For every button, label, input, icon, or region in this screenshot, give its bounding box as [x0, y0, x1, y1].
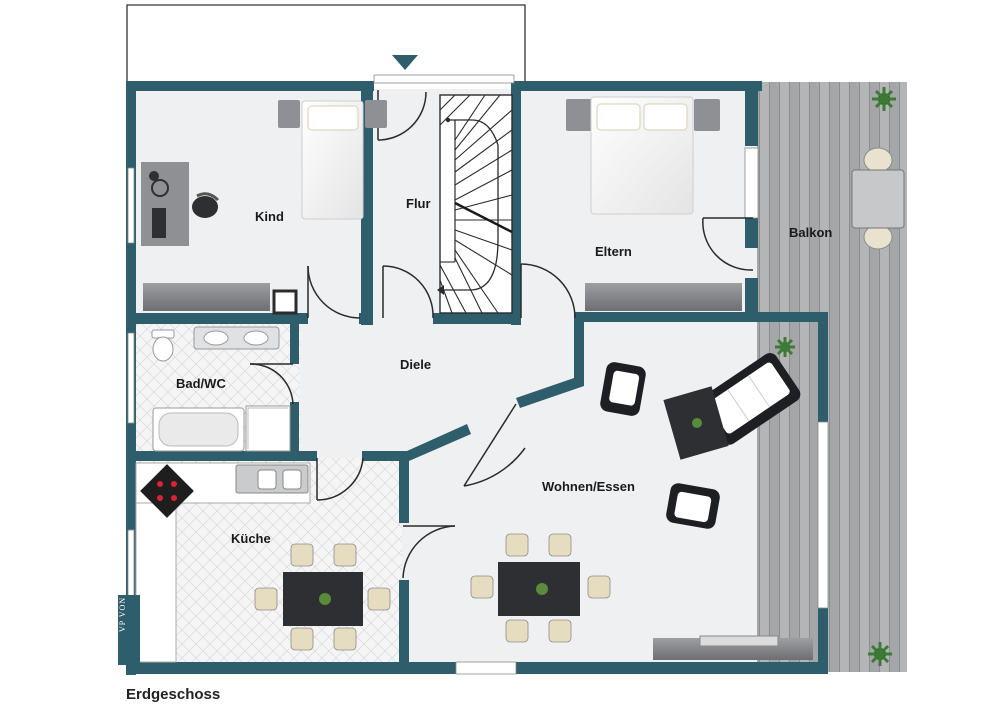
room-label-kind: Kind [255, 209, 284, 224]
room-label-kueche: Küche [231, 531, 271, 546]
brand-bar [118, 595, 140, 665]
tv-unit-icon [653, 635, 813, 660]
toilet-icon [151, 329, 175, 362]
bed-icon [278, 100, 387, 220]
shaft [272, 289, 298, 315]
chair-icon [192, 192, 220, 218]
entrance-arrow-icon [392, 55, 418, 70]
bathtub-icon [152, 407, 245, 452]
door-swings [249, 90, 754, 579]
shower-icon [245, 405, 291, 452]
plant-icon [775, 87, 896, 666]
kitchen-sink-icon [235, 464, 309, 494]
floor-caption: Erdgeschoss [126, 686, 221, 703]
room-label-diele: Diele [400, 357, 432, 372]
desk-icon [141, 162, 189, 246]
entrance-outline [126, 4, 526, 82]
room-label-bad-wc: Bad/WC [176, 376, 226, 391]
room-label-flur: Flur [406, 196, 431, 211]
room-label-eltern: Eltern [595, 244, 632, 259]
sink-icon [193, 326, 280, 350]
wardrobe-kind [143, 283, 270, 311]
staircase-icon [437, 94, 513, 314]
room-label-balkon: Balkon [789, 225, 833, 240]
wardrobe-eltern [585, 283, 742, 311]
sofa-icon [698, 353, 801, 445]
brand-logo: VP VON POLL [118, 569, 127, 632]
balcony-table-icon [851, 147, 905, 250]
room-label-wohnen-essen: Wohnen/Essen [542, 479, 635, 494]
stove-icon [140, 464, 194, 518]
double-bed-icon [566, 96, 720, 215]
coffee-table-icon [663, 386, 729, 460]
dining-table-icon [254, 543, 391, 651]
armchair-icon [600, 362, 720, 529]
dining-table-icon [470, 533, 611, 643]
windows [127, 74, 829, 675]
